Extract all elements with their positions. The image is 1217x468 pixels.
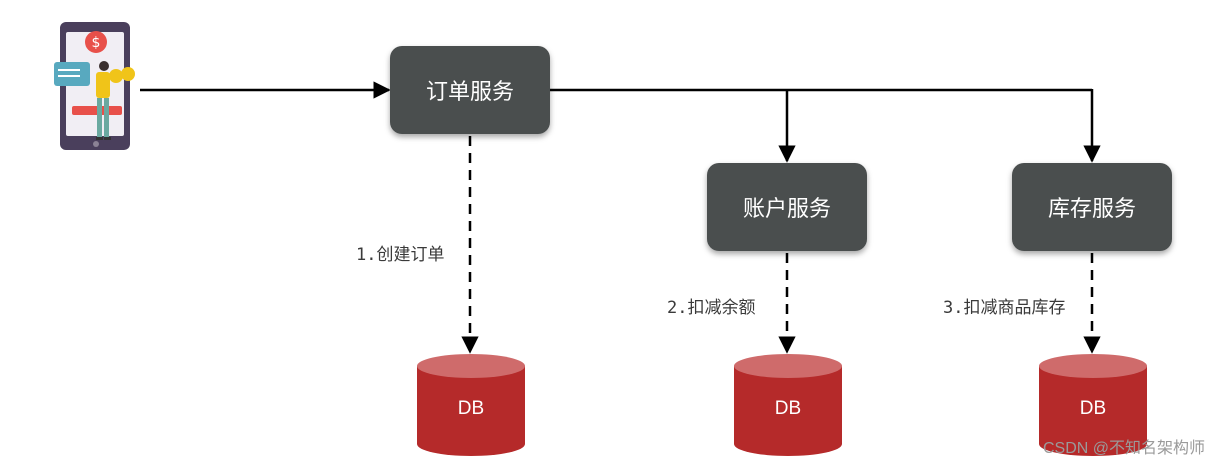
step-3-label: 3.扣减商品库存 [943,298,1066,318]
step-1-label: 1.创建订单 [356,245,445,265]
watermark: CSDN @不知名架构师 [1042,440,1205,457]
account-database-icon: DB [732,352,844,460]
order-service-box: 订单服务 [390,46,550,134]
storage-service-box: 库存服务 [1012,163,1172,251]
db-label: DB [457,398,485,419]
order-database-icon: DB [415,352,527,460]
account-service-box: 账户服务 [707,163,867,251]
step-2-label: 2.扣减余额 [667,298,756,318]
db-label: DB [1079,398,1107,419]
svg-text:$: $ [92,35,101,51]
db-label: DB [774,398,802,419]
storage-database-icon: DB [1037,352,1149,460]
client-phone-icon: $ [54,22,135,150]
